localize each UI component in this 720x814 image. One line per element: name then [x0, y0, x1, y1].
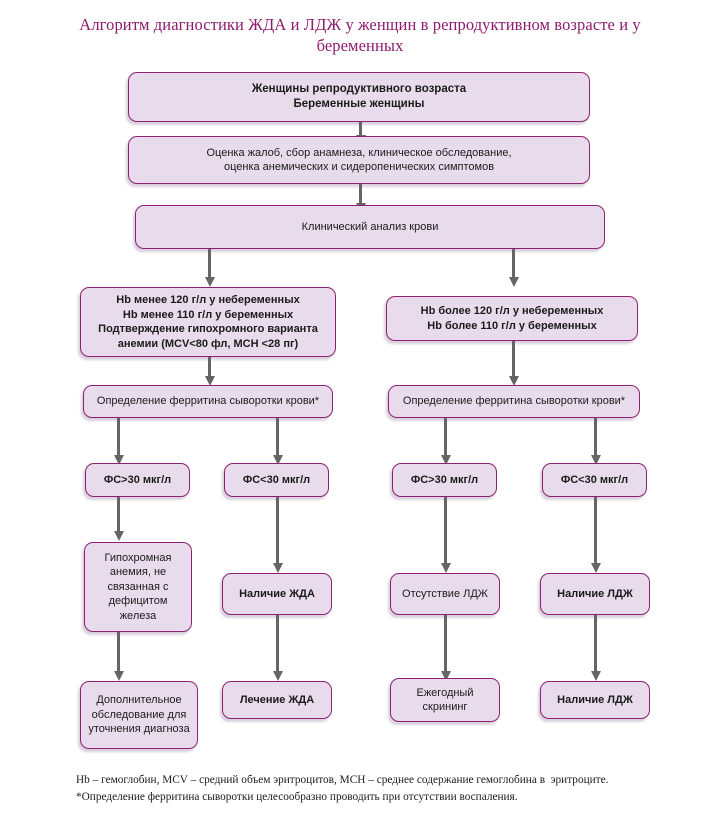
connector-fshighright-to-ldjabsent [444, 497, 447, 564]
node-hb-low[interactable]: Hb менее 120 г/л у небеременных Hb менее… [80, 287, 336, 357]
node-ferritin-right[interactable]: Определение ферритина сыворотки крови* [388, 385, 640, 418]
footnotes: Hb – гемоглобин, MCV – средний объем эри… [76, 772, 676, 806]
node-fs-low-left[interactable]: ФС<30 мкг/л [224, 463, 329, 497]
node-population-label: Женщины репродуктивного возраста Беремен… [251, 83, 467, 110]
node-ldj-absent[interactable]: Отсутствие ЛДЖ [390, 573, 500, 615]
node-ldj-present-label: Наличие ЛДЖ [557, 587, 633, 600]
node-fs-low-left-label: ФС<30 мкг/л [242, 473, 311, 486]
node-fs-high-right[interactable]: ФС>30 мкг/л [392, 463, 497, 497]
node-ida-present-label: Наличие ЖДА [239, 587, 315, 600]
node-fs-low-right[interactable]: ФС<30 мкг/л [542, 463, 647, 497]
node-hypochromic-anemia-label: Гипохромная анемия, не связанная с дефиц… [104, 551, 172, 622]
node-ferritin-left-label: Определение ферритина сыворотки крови* [96, 395, 320, 408]
node-hb-low-label: Hb менее 120 г/л у небеременных Hb менее… [98, 294, 318, 350]
node-ida-present[interactable]: Наличие ЖДА [222, 573, 332, 615]
node-ida-treatment-label: Лечение ЖДА [239, 693, 315, 706]
connector-ferritinright-to-fshigh [444, 418, 447, 456]
connector-population-to-assessment [359, 122, 362, 136]
connector-fslowleft-to-idapresent [276, 497, 279, 564]
connector-ldjpresent-to-bottom [594, 615, 597, 672]
connector-assessment-to-bloodtest [359, 184, 362, 204]
connector-hypochromic-to-additionalexam [117, 632, 120, 672]
connector-fshighleft-to-hypochromic [117, 497, 120, 532]
node-ferritin-right-label: Определение ферритина сыворотки крови* [402, 395, 626, 408]
connector-fslowright-to-ldjpresent [594, 497, 597, 564]
connector-ferritinleft-to-fshigh [117, 418, 120, 456]
node-ldj-present-bottom[interactable]: Наличие ЛДЖ [540, 681, 650, 719]
node-ldj-present-bottom-label: Наличие ЛДЖ [557, 693, 633, 706]
node-assessment-label: Оценка жалоб, сбор анамнеза, клиническое… [206, 146, 512, 174]
node-population[interactable]: Женщины репродуктивного возраста Беремен… [128, 72, 590, 122]
node-ldj-present[interactable]: Наличие ЛДЖ [540, 573, 650, 615]
connector-idapresent-to-treatment [276, 615, 279, 672]
connector-bloodtest-to-hbnormal [512, 249, 515, 278]
node-blood-test-label: Клинический анализ крови [301, 220, 439, 233]
node-fs-high-left[interactable]: ФС>30 мкг/л [85, 463, 190, 497]
node-annual-screening-label: Ежегодный скрининг [416, 686, 474, 714]
node-annual-screening[interactable]: Ежегодный скрининг [390, 678, 500, 722]
node-hb-normal-label: Hb более 120 г/л у небеременных Hb более… [420, 305, 604, 332]
node-ldj-absent-label: Отсутствие ЛДЖ [402, 587, 488, 600]
node-blood-test[interactable]: Клинический анализ крови [135, 205, 605, 249]
node-hypochromic-anemia[interactable]: Гипохромная анемия, не связанная с дефиц… [84, 542, 192, 632]
connector-ferritinleft-to-fslow [276, 418, 279, 456]
connector-hblow-to-ferritin [208, 357, 211, 377]
footnote-abbreviations: Hb – гемоглобин, MCV – средний объем эри… [76, 774, 609, 786]
connector-ferritinright-to-fslow [594, 418, 597, 456]
connector-hbnormal-to-ferritin [512, 341, 515, 377]
node-ida-treatment[interactable]: Лечение ЖДА [222, 681, 332, 719]
node-ferritin-left[interactable]: Определение ферритина сыворотки крови* [83, 385, 333, 418]
page-title: Алгоритм диагностики ЖДА и ЛДЖ у женщин … [79, 15, 641, 55]
node-assessment[interactable]: Оценка жалоб, сбор анамнеза, клиническое… [128, 136, 590, 184]
node-additional-exam-label: Дополнительное обследование для уточнени… [88, 694, 190, 736]
node-hb-normal[interactable]: Hb более 120 г/л у небеременных Hb более… [386, 296, 638, 341]
connector-ldjabsent-to-screening [444, 615, 447, 672]
connector-bloodtest-to-hblow [208, 249, 211, 278]
node-fs-high-left-label: ФС>30 мкг/л [103, 473, 172, 486]
node-fs-high-right-label: ФС>30 мкг/л [410, 473, 479, 486]
node-additional-exam[interactable]: Дополнительное обследование для уточнени… [80, 681, 198, 749]
footnote-ferritin-note: *Определение ферритина сыворотки целесоо… [76, 791, 518, 803]
node-fs-low-right-label: ФС<30 мкг/л [560, 473, 629, 486]
